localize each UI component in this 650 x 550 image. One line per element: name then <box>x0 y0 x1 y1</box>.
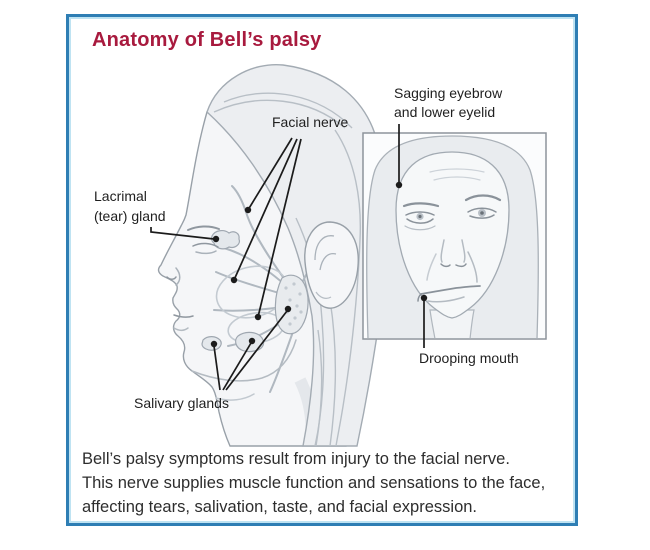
caption-line: This nerve supplies muscle function and … <box>82 474 546 492</box>
profile-features <box>166 225 297 401</box>
inset-features <box>402 168 502 303</box>
pointer-facial-nerve <box>230 137 302 321</box>
figure-title: Anatomy of Bell’s palsy <box>92 29 322 51</box>
pointer-salivary-glands <box>210 305 292 391</box>
caption-line: Bell’s palsy symptoms result from injury… <box>82 450 510 468</box>
frontal-face-inset <box>362 132 547 340</box>
pointer-sagging-eyebrow <box>395 124 403 189</box>
label-drooping-mouth: Drooping mouth <box>419 350 519 366</box>
caption-line: affecting tears, salivation, taste, and … <box>82 498 478 516</box>
label-lacrimal-gland: Lacrimal (tear) gland <box>94 188 166 224</box>
parotid-gland-shape <box>274 274 309 335</box>
pointer-drooping-mouth <box>420 294 428 348</box>
lacrimal-gland-shape <box>211 230 240 250</box>
figure-caption: Bell’s palsy symptoms result from injury… <box>82 447 577 519</box>
inset-face <box>395 151 510 319</box>
label-salivary-glands: Salivary glands <box>134 395 229 411</box>
inset-neck <box>429 309 475 338</box>
label-sagging-eyebrow: Sagging eyebrow and lower eyelid <box>394 85 503 120</box>
side-profile-head <box>157 63 388 447</box>
label-facial-nerve: Facial nerve <box>272 114 349 130</box>
pointer-lacrimal-gland <box>150 227 220 243</box>
ear <box>304 221 359 309</box>
hair <box>206 63 388 447</box>
